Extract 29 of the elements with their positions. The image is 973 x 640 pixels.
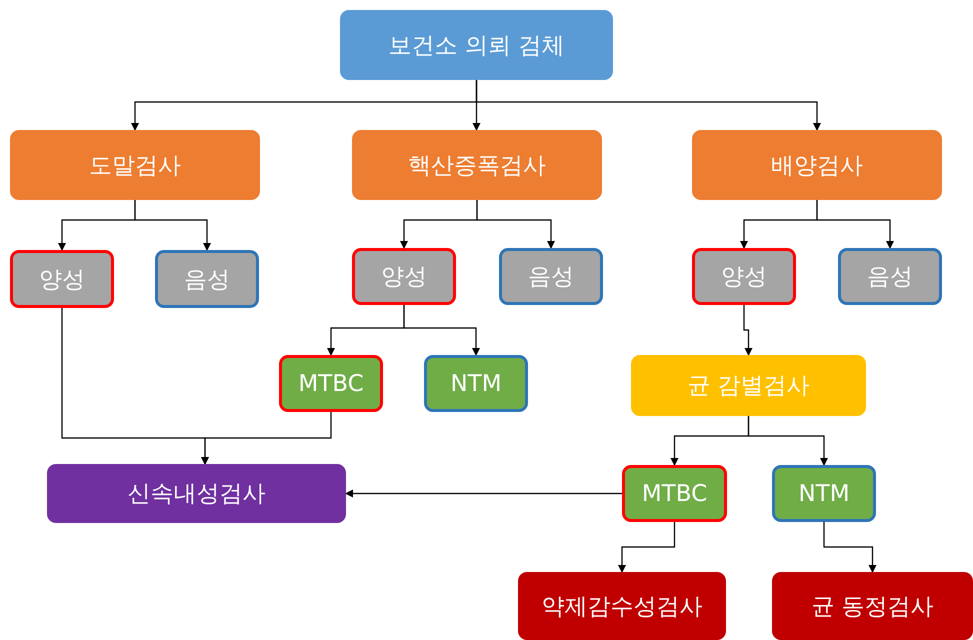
result-box: 음성 [155,250,259,308]
arrow [743,305,752,356]
test-box: 균 감별검사 [631,355,866,416]
result-box: 양성 [692,248,796,305]
result-box: MTBC [622,465,727,522]
test-box: 약제감수성검사 [518,572,726,640]
result-box: 음성 [838,248,942,305]
test-box: 배양검사 [692,130,942,200]
result-box: MTBC [279,355,383,412]
test-box: 신속내성검사 [47,464,346,523]
specimen-box: 보건소 의뢰 검체 [340,10,613,80]
result-box: NTM [424,355,528,412]
arrow [345,490,622,498]
arrow [476,200,555,249]
result-box: 양성 [10,250,114,308]
test-box: 도말검사 [10,130,260,200]
arrow [476,80,821,131]
result-box: 양성 [352,248,456,305]
arrow [816,200,894,249]
test-box: 핵산증폭검사 [352,130,602,200]
result-box: 음성 [499,248,603,305]
arrow [134,200,211,251]
result-box: NTM [772,465,876,522]
test-box: 균 동정검사 [772,572,973,640]
arrow [201,412,332,465]
arrow [403,305,480,356]
arrow [748,416,828,466]
arrow [823,522,876,573]
arrow [618,522,676,573]
